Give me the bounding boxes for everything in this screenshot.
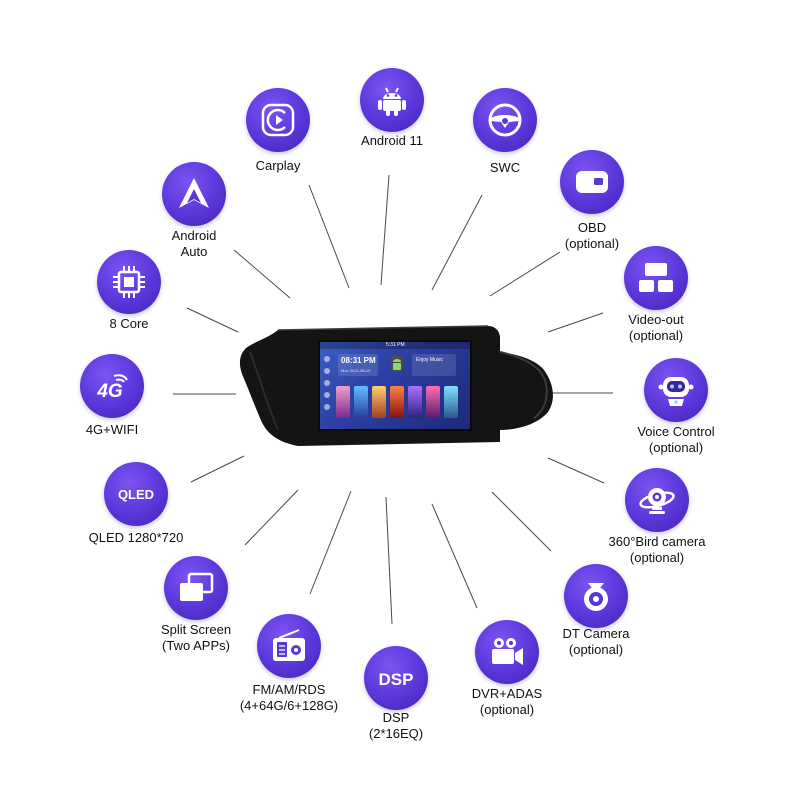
feature-subtitle: Auto: [180, 244, 208, 259]
clock-widget: 08:31 PM Mon 2021-08-19: [338, 354, 378, 376]
feature-subtitle: (optional): [629, 550, 685, 565]
feature-title: Android: [171, 228, 217, 243]
connector-line-split-screen: [244, 489, 299, 546]
android-auto-icon: [162, 162, 226, 226]
feature-label-carplay: Carplay: [193, 158, 363, 174]
carplay-icon: [246, 88, 310, 152]
app-tile: [444, 386, 458, 418]
feature-label-android: Android 11: [307, 133, 477, 149]
clock-date: Mon 2021-08-19: [341, 368, 371, 373]
steering-wheel-icon: [473, 88, 537, 152]
connector-line-dsp: [385, 496, 393, 625]
feature-title: SWC: [489, 160, 521, 175]
app-tile: [336, 386, 350, 418]
android-logo-icon: [391, 356, 403, 372]
feature-title: Carplay: [255, 158, 301, 173]
connector-line-8-core: [186, 307, 239, 333]
feature-title: Split Screen: [160, 622, 232, 637]
feature-title: Android 11: [361, 133, 423, 148]
feature-label-swc: SWC: [420, 160, 590, 176]
feature-subtitle: (2*16EQ): [368, 726, 424, 741]
feature-label-dt-camera: DT Camera(optional): [511, 626, 681, 658]
feature-label-obd: OBD(optional): [507, 220, 677, 252]
obd-module-icon: [560, 150, 624, 214]
qled-icon-text: QLED: [118, 487, 154, 502]
connector-line-android-auto: [233, 249, 291, 299]
android-robot-icon: [360, 68, 424, 132]
feature-title: QLED 1280*720: [88, 530, 184, 545]
connector-line-fm-am-rds: [309, 490, 352, 595]
feature-title: Voice Control: [637, 424, 715, 439]
feature-title: DT Camera: [562, 626, 630, 641]
feature-title: DVR+ADAS: [471, 686, 543, 701]
status-bar: [320, 342, 470, 349]
feature-subtitle: (optional): [648, 440, 704, 455]
feature-label-dsp: DSP(2*16EQ): [311, 710, 481, 742]
feature-title: Video-out: [628, 312, 684, 327]
connector-line-bird-camera: [547, 457, 605, 484]
connector-line-swc: [431, 194, 483, 291]
video-camera-icon: [475, 620, 539, 684]
radio-icon: [257, 614, 321, 678]
clock-time: 08:31 PM: [341, 356, 376, 365]
screen-sidebar: [322, 352, 332, 422]
feature-title: FM/AM/RDS: [252, 682, 326, 697]
dsp-text-icon: DSP: [364, 646, 428, 710]
4g-icon: 4G: [80, 354, 144, 418]
connector-line-qled: [190, 455, 245, 483]
music-label: Enjoy Music: [416, 357, 443, 363]
connector-line-dvr-adas: [431, 503, 478, 609]
connector-line-dt-camera: [491, 491, 552, 552]
app-tile: [408, 386, 422, 418]
voice-assistant-robot-icon: [644, 358, 708, 422]
dt-camera-icon: [564, 564, 628, 628]
feature-label-video-out: Video-out(optional): [571, 312, 741, 344]
music-widget: Enjoy Music: [412, 354, 456, 376]
app-tile: [426, 386, 440, 418]
head-unit-screen: 5:31 PM 08:31 PM Mon 2021-08-19 Enjoy Mu…: [318, 340, 472, 431]
feature-subtitle: (optional): [568, 642, 624, 657]
qled-text-icon: QLED: [104, 462, 168, 526]
connector-line-carplay: [308, 184, 350, 289]
app-tile: [372, 386, 386, 418]
feature-subtitle: (4+64G/6+128G): [239, 698, 339, 713]
car-head-unit: 5:31 PM 08:31 PM Mon 2021-08-19 Enjoy Mu…: [238, 318, 558, 448]
feature-subtitle: (Two APPs): [162, 638, 230, 653]
feature-title: 8 Core: [109, 316, 149, 331]
feature-label-dvr-adas: DVR+ADAS(optional): [422, 686, 592, 718]
app-tile: [390, 386, 404, 418]
360-camera-icon: [625, 468, 689, 532]
feature-label-split-screen: Split Screen(Two APPs): [111, 622, 281, 654]
feature-title: DSP: [382, 710, 410, 725]
feature-label-fm-am-rds: FM/AM/RDS(4+64G/6+128G): [204, 682, 374, 714]
dsp-icon-text: DSP: [379, 670, 414, 689]
feature-subtitle: (optional): [628, 328, 684, 343]
feature-title: 360°Bird camera: [608, 534, 706, 549]
feature-label-voice-control: Voice Control(optional): [591, 424, 761, 456]
connector-line-video-out: [547, 312, 604, 333]
feature-subtitle: (optional): [564, 236, 620, 251]
4g-icon-text: 4G: [96, 381, 123, 402]
feature-title: OBD: [577, 220, 607, 235]
split-screen-icon: [164, 556, 228, 620]
status-time: 5:31 PM: [386, 342, 405, 348]
feature-label-qled: QLED 1280*720: [51, 530, 221, 546]
connector-line-obd: [489, 251, 561, 297]
feature-label-8-core: 8 Core: [44, 316, 214, 332]
app-tile: [354, 386, 368, 418]
feature-label-4g-wifi: 4G+WIFI: [27, 422, 197, 438]
feature-title: 4G+WIFI: [85, 422, 139, 437]
cpu-chip-icon: [97, 250, 161, 314]
feature-subtitle: (optional): [479, 702, 535, 717]
feature-label-bird-camera: 360°Bird camera(optional): [572, 534, 742, 566]
connector-line-android: [380, 174, 390, 286]
video-out-screens-icon: [624, 246, 688, 310]
